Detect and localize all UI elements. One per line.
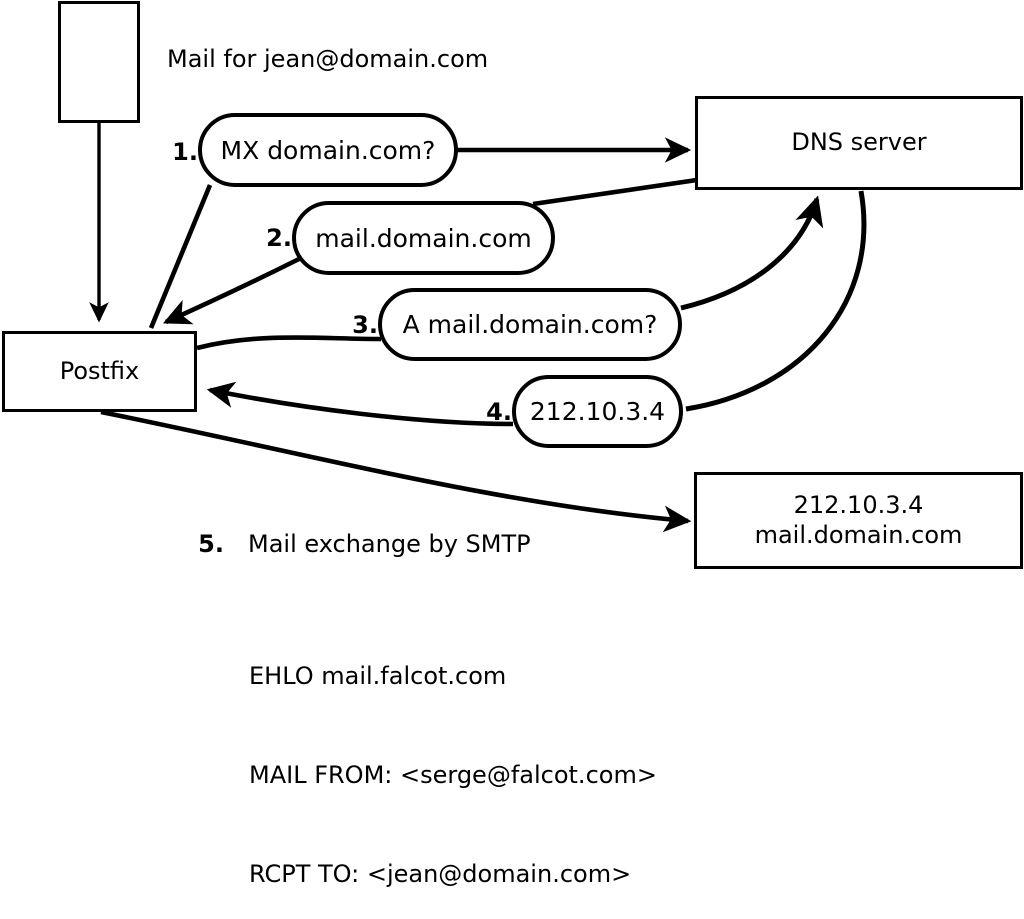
step-4-number: 4. <box>486 398 512 426</box>
step-3-bubble[interactable]: A mail.domain.com? <box>378 288 682 361</box>
smtp-transcript: EHLO mail.falcot.com MAIL FROM: <serge@f… <box>249 594 657 919</box>
line-postfix-to-step3 <box>196 335 382 351</box>
step-4-bubble[interactable]: 212.10.3.4 <box>512 375 683 448</box>
step-5-label: Mail exchange by SMTP <box>248 530 531 558</box>
line-dns-to-step4 <box>685 190 867 412</box>
node-mail-server-ip: 212.10.3.4 <box>793 491 924 520</box>
smtp-line: MAIL FROM: <serge@falcot.com> <box>249 761 657 789</box>
line-postfix-to-step1 <box>148 184 213 329</box>
node-mail-server[interactable]: 212.10.3.4 mail.domain.com <box>694 472 1023 569</box>
arrow-step3-to-dns <box>680 195 824 311</box>
step-3-number: 3. <box>352 311 378 339</box>
node-sender[interactable] <box>58 1 140 123</box>
arrow-step2-to-postfix <box>162 256 301 325</box>
step-3-bubble-label: A mail.domain.com? <box>402 310 658 339</box>
node-dns-server-label: DNS server <box>791 128 927 157</box>
node-postfix[interactable]: Postfix <box>2 331 197 412</box>
node-dns-server[interactable]: DNS server <box>695 96 1023 190</box>
node-postfix-label: Postfix <box>59 356 140 385</box>
step-2-number: 2. <box>266 224 292 252</box>
step-1-number: 1. <box>172 138 198 166</box>
step-2-bubble-label: mail.domain.com <box>315 223 532 253</box>
smtp-line: RCPT TO: <jean@domain.com> <box>249 860 632 888</box>
step-5-number: 5. <box>198 530 224 558</box>
arrow-step4-to-postfix <box>206 381 514 427</box>
step-2-bubble[interactable]: mail.domain.com <box>292 201 555 275</box>
step-4-bubble-label: 212.10.3.4 <box>529 397 666 426</box>
node-mail-server-host: mail.domain.com <box>754 520 963 549</box>
line-dns-to-step2 <box>532 177 698 207</box>
mail-for-note: Mail for jean@domain.com <box>167 45 489 73</box>
smtp-line: EHLO mail.falcot.com <box>249 662 507 690</box>
step-1-bubble[interactable]: MX domain.com? <box>198 113 458 187</box>
step-1-bubble-label: MX domain.com? <box>220 135 436 165</box>
arrow-postfix-to-mailserver <box>100 409 692 533</box>
